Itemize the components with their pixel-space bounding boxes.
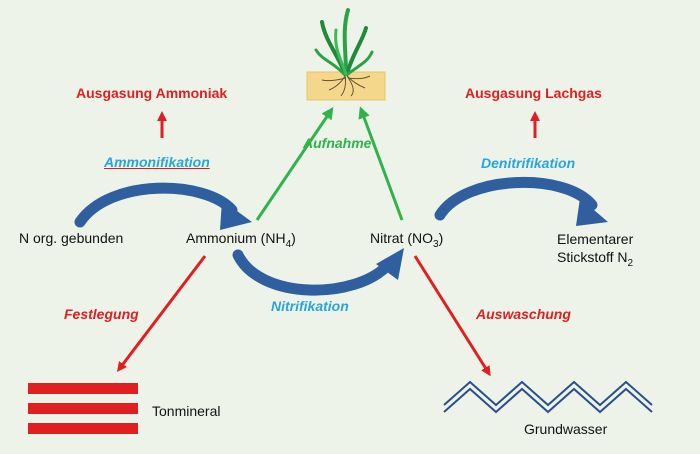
ammonium-node: Ammonium (NH4) [186, 230, 296, 250]
ammonifikation-label: Ammonifikation [104, 154, 210, 170]
grundwasser-label: Grundwasser [524, 421, 608, 437]
ausgasung-lachgas-label: Ausgasung Lachgas [465, 85, 602, 101]
ausgasung-ammoniak-label: Ausgasung Ammoniak [76, 85, 228, 101]
ammonium-suffix: ) [291, 230, 296, 246]
stickstoff-prefix: Stickstoff N [557, 249, 628, 265]
groundwater-wave-icon [443, 380, 653, 414]
elementarer-line2: Stickstoff N2 [557, 248, 633, 273]
elementarer-line1: Elementarer [557, 231, 634, 247]
denitrifikation-flow-arrow [434, 176, 608, 226]
nitrifikation-label: Nitrifikation [271, 298, 349, 314]
aufnahme-label: Aufnahme [303, 135, 372, 151]
stickstoff-subscript: 2 [627, 257, 634, 269]
nitrat-node: Nitrat (NO3) [370, 230, 443, 250]
clay-mineral-icon [28, 383, 138, 434]
ammonium-prefix: Ammonium (NH [186, 230, 286, 246]
tonmineral-label: Tonmineral [152, 403, 221, 419]
elementarer-stickstoff-node: Elementarer Stickstoff N2 [557, 230, 633, 273]
auswaschung-label: Auswaschung [476, 306, 571, 322]
ammonium-subscript: 4 [285, 238, 292, 250]
nitrat-prefix: Nitrat (NO [370, 230, 433, 246]
denitrifikation-label: Denitrifikation [481, 155, 576, 171]
festlegung-label: Festlegung [64, 306, 139, 322]
festlegung-arrow [116, 255, 207, 372]
ammonium-uptake-arrow [255, 107, 334, 221]
n-org-gebunden-node: N org. gebunden [19, 230, 124, 246]
nitrat-suffix: ) [438, 230, 444, 246]
nitrifikation-flow-arrow [232, 248, 404, 296]
ammonifikation-flow-arrow [74, 182, 252, 230]
nitrat-uptake-arrow [358, 106, 404, 221]
plant-icon [306, 8, 386, 101]
nitrat-subscript: 3 [433, 238, 439, 250]
auswaschung-arrow [413, 255, 491, 377]
